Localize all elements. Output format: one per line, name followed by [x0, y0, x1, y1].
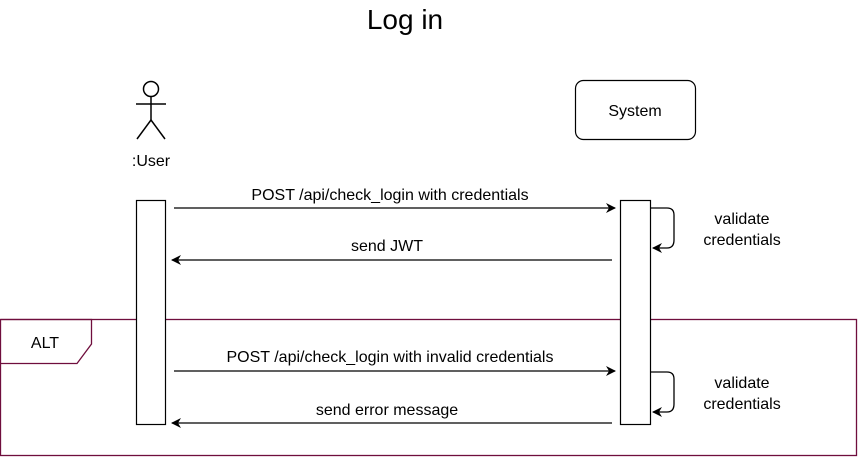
alt-fragment-label: ALT	[31, 335, 59, 352]
self-message-arrow	[651, 371, 675, 417]
alt-fragment-tab	[0, 318, 93, 365]
message-label: POST /api/check_login with invalid crede…	[227, 349, 554, 366]
self-message-label: validate	[714, 211, 769, 228]
system-participant-label: System	[608, 103, 661, 120]
message-label: send JWT	[351, 238, 423, 255]
user-actor-icon	[136, 80, 166, 140]
alt-fragment: ALT	[0, 318, 858, 457]
self-message-label: credentials	[703, 232, 780, 249]
diagram-title: Log in	[367, 4, 443, 35]
user-activation-bar	[135, 199, 167, 426]
system-participant-box	[574, 79, 697, 141]
alt-fragment-frame	[0, 318, 858, 457]
message-label: POST /api/check_login with credentials	[251, 187, 528, 204]
self-message-label: validate	[714, 375, 769, 392]
self-message-arrow	[651, 207, 675, 253]
system-activation-bar	[619, 199, 652, 426]
message-label: send error message	[316, 402, 458, 419]
self-message-label: credentials	[703, 396, 780, 413]
user-actor-label: :User	[132, 153, 171, 170]
